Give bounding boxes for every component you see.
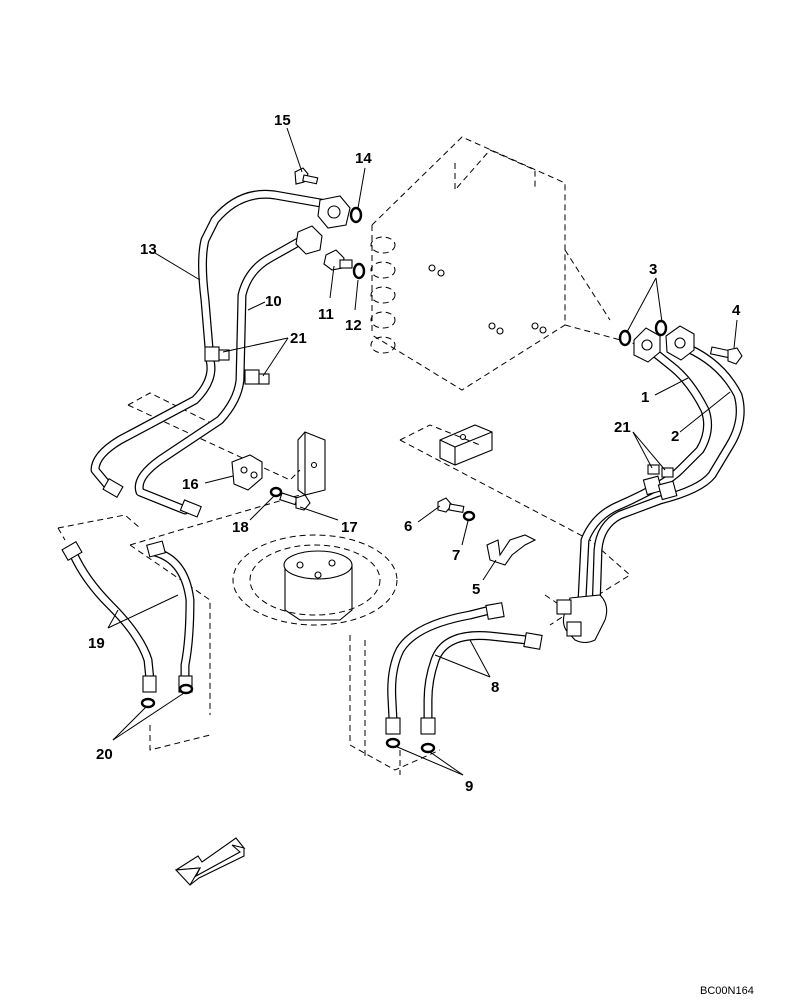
washer-18 [269, 486, 283, 498]
bolt-4 [709, 346, 743, 365]
clamp-21-right [642, 464, 678, 501]
pipe-10-end-fitting [179, 499, 202, 518]
callout-6: 6 [404, 518, 412, 535]
callout-13: 13 [140, 241, 157, 258]
adapter-11 [323, 249, 353, 271]
pipe-2 [591, 340, 745, 615]
callout-19: 19 [88, 635, 105, 652]
valve-port-dots [428, 264, 547, 335]
frame-outline [57, 392, 631, 775]
flange-part-13-end [317, 195, 351, 229]
fitting-10-end [295, 225, 323, 255]
washer-7 [462, 510, 476, 522]
callout-3: 3 [649, 261, 657, 278]
callout-10: 10 [265, 293, 282, 310]
callout-14: 14 [355, 150, 372, 167]
drawing-code: BC00N164 [700, 985, 754, 997]
callout-1: 1 [641, 389, 649, 406]
callout-8: 8 [491, 679, 499, 696]
callout-20: 20 [96, 746, 113, 763]
callout-16: 16 [182, 476, 199, 493]
callout-21-right: 21 [614, 419, 631, 436]
clamp-5 [486, 534, 537, 566]
hose-19 [61, 540, 195, 693]
control-valve-outline [370, 136, 651, 391]
callout-15: 15 [274, 112, 291, 129]
callout-9: 9 [465, 778, 473, 795]
callout-5: 5 [472, 581, 480, 598]
o-ring-14 [349, 206, 363, 224]
callout-17: 17 [341, 519, 358, 536]
pipe-13-end-fitting [102, 478, 124, 498]
bracket-block-16-area [297, 431, 326, 496]
hose-8 [385, 602, 543, 735]
leader-lines [107, 127, 738, 776]
bolt-6 [437, 497, 465, 513]
clamp-21-left-b [244, 369, 270, 385]
flange-pipe-2 [665, 325, 695, 361]
callout-21-left: 21 [290, 330, 307, 347]
mounting-block [439, 424, 493, 466]
callout-4: 4 [732, 302, 741, 319]
clamp-21-left-a [204, 346, 230, 362]
swivel-joint [232, 534, 398, 626]
bolt-17 [279, 492, 311, 511]
callout-7: 7 [452, 547, 460, 564]
callout-18: 18 [232, 519, 249, 536]
clamp-block-16 [231, 454, 263, 491]
pipe-1 [577, 340, 713, 605]
o-ring-3 [618, 319, 668, 347]
o-ring-12 [352, 262, 366, 280]
callout-2: 2 [671, 428, 679, 445]
callout-12: 12 [345, 317, 362, 334]
o-ring-20 [140, 683, 194, 709]
pipe-10 [134, 235, 307, 515]
flange-pipe-1 [633, 327, 661, 363]
elbow-fitting [556, 594, 608, 644]
direction-arrow-icon [174, 837, 246, 886]
callout-11: 11 [318, 306, 334, 323]
o-ring-9 [385, 737, 436, 754]
pipe-13 [90, 189, 337, 493]
bolt-15 [294, 167, 319, 185]
